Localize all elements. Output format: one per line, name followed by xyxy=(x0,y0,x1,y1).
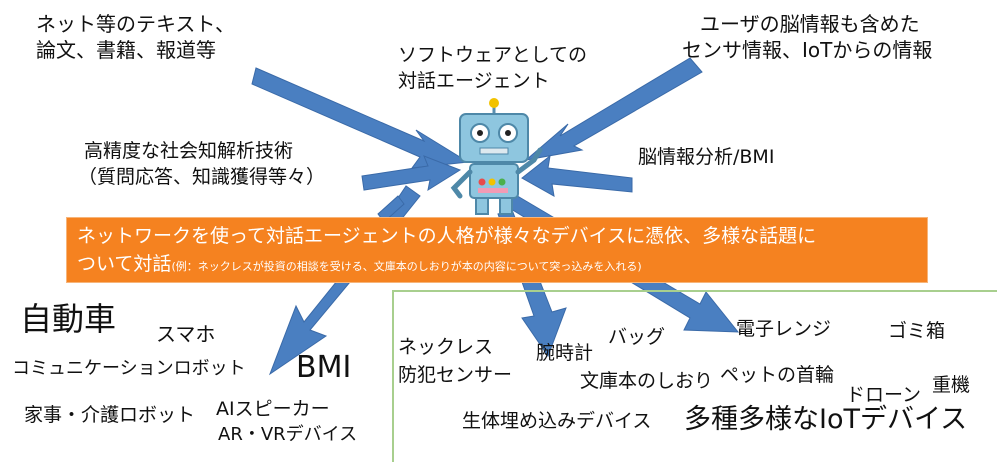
banner-example-note: (例：ネックレスが投資の相談を受ける、文庫本のしおりが本の内容について突っ込みを… xyxy=(171,260,642,273)
device-car: 自動車 xyxy=(20,300,117,338)
software-agent-line1: ソフトウェアとしての xyxy=(398,44,588,66)
web-text-line1: ネット等のテキスト、 xyxy=(36,12,235,36)
agent-possession-banner: ネットワークを使って対話エージェントの人格が様々なデバイスに憑依、多様な話題に … xyxy=(66,217,928,283)
iot-devices-box xyxy=(392,290,997,462)
device-drone: ドローン xyxy=(846,384,922,406)
device-bookmark: 文庫本のしおり xyxy=(580,370,714,392)
device-security-sensor: 防犯センサー xyxy=(398,364,513,386)
device-comm-robot: コミュニケーションロボット xyxy=(12,358,246,379)
device-microwave: 電子レンジ xyxy=(736,318,832,340)
device-implant: 生体埋め込みデバイス xyxy=(462,410,652,432)
software-agent-line2: 対話エージェント xyxy=(398,70,550,92)
banner-line2: ついて対話 xyxy=(77,253,172,275)
device-watch: 腕時計 xyxy=(536,342,594,364)
sensor-info-line1: ユーザの脳情報も含めた xyxy=(700,12,920,36)
device-trash: ゴミ箱 xyxy=(888,320,946,342)
device-bmi: BMI xyxy=(296,350,352,385)
device-ai-speaker: AIスピーカー xyxy=(216,398,330,420)
arrow-brain-analysis xyxy=(521,154,633,197)
social-analysis-line1: 高精度な社会知解析技術 xyxy=(84,140,294,162)
social-analysis-line2: （質問応答、知識獲得等々） xyxy=(78,166,326,188)
device-phone: スマホ xyxy=(156,322,216,346)
device-necklace: ネックレス xyxy=(398,336,494,358)
robot-icon xyxy=(450,98,543,215)
brain-analysis-label: 脳情報分析/BMI xyxy=(638,146,775,168)
iot-devices-title: 多種多様なIoTデバイス xyxy=(684,404,968,435)
arrow-social-analysis xyxy=(361,155,462,192)
device-care-robot: 家事・介護ロボット xyxy=(24,404,196,426)
arrow-sensor-info xyxy=(524,57,703,161)
banner-line1: ネットワークを使って対話エージェントの人格が様々なデバイスに憑依、多様な話題に xyxy=(77,225,817,247)
device-pet-collar: ペットの首輪 xyxy=(720,364,835,386)
device-heavy-machinery: 重機 xyxy=(932,374,971,396)
device-arvr: AR・VRデバイス xyxy=(218,424,358,445)
sensor-info-line2: センサ情報、IoTからの情報 xyxy=(682,38,933,62)
web-text-line2: 論文、書籍、報道等 xyxy=(36,38,216,62)
device-bag: バッグ xyxy=(608,326,666,348)
